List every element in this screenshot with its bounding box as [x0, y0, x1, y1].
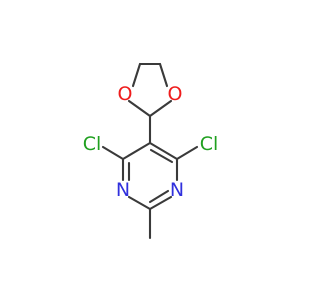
- bond-c4-cl: [101, 145, 125, 161]
- atom-o-left: O: [118, 83, 133, 105]
- bond-n3-c2: [127, 195, 152, 211]
- bond-c5-c6: [148, 141, 179, 161]
- atom-o-right: O: [168, 83, 183, 105]
- bond-c2-o-left: [127, 99, 152, 118]
- bond-o-left-ch2: [131, 62, 142, 88]
- atom-cl-right: Cl: [200, 133, 219, 155]
- molecule-drawing: O O Cl Cl N N: [83, 62, 219, 240]
- pyrimidine-ring: [121, 141, 179, 211]
- bond-c5-c4: [121, 141, 152, 161]
- atom-cl-left: Cl: [83, 133, 102, 155]
- atom-n-left: N: [116, 179, 130, 201]
- bond-ch2-o-right: [158, 62, 169, 88]
- bond-c2-o-right: [148, 99, 173, 118]
- bond-c5-c6-double: [149, 148, 174, 164]
- bond-n1-c2-double: [148, 189, 170, 204]
- atom-labels: O O Cl Cl N N: [83, 83, 219, 201]
- bond-n1-c2: [148, 195, 173, 211]
- dioxolane-ring: [127, 62, 173, 118]
- structure-canvas: O O Cl Cl N N: [83, 62, 219, 240]
- bond-c6-cl: [175, 145, 199, 161]
- atom-n-right: N: [170, 179, 184, 201]
